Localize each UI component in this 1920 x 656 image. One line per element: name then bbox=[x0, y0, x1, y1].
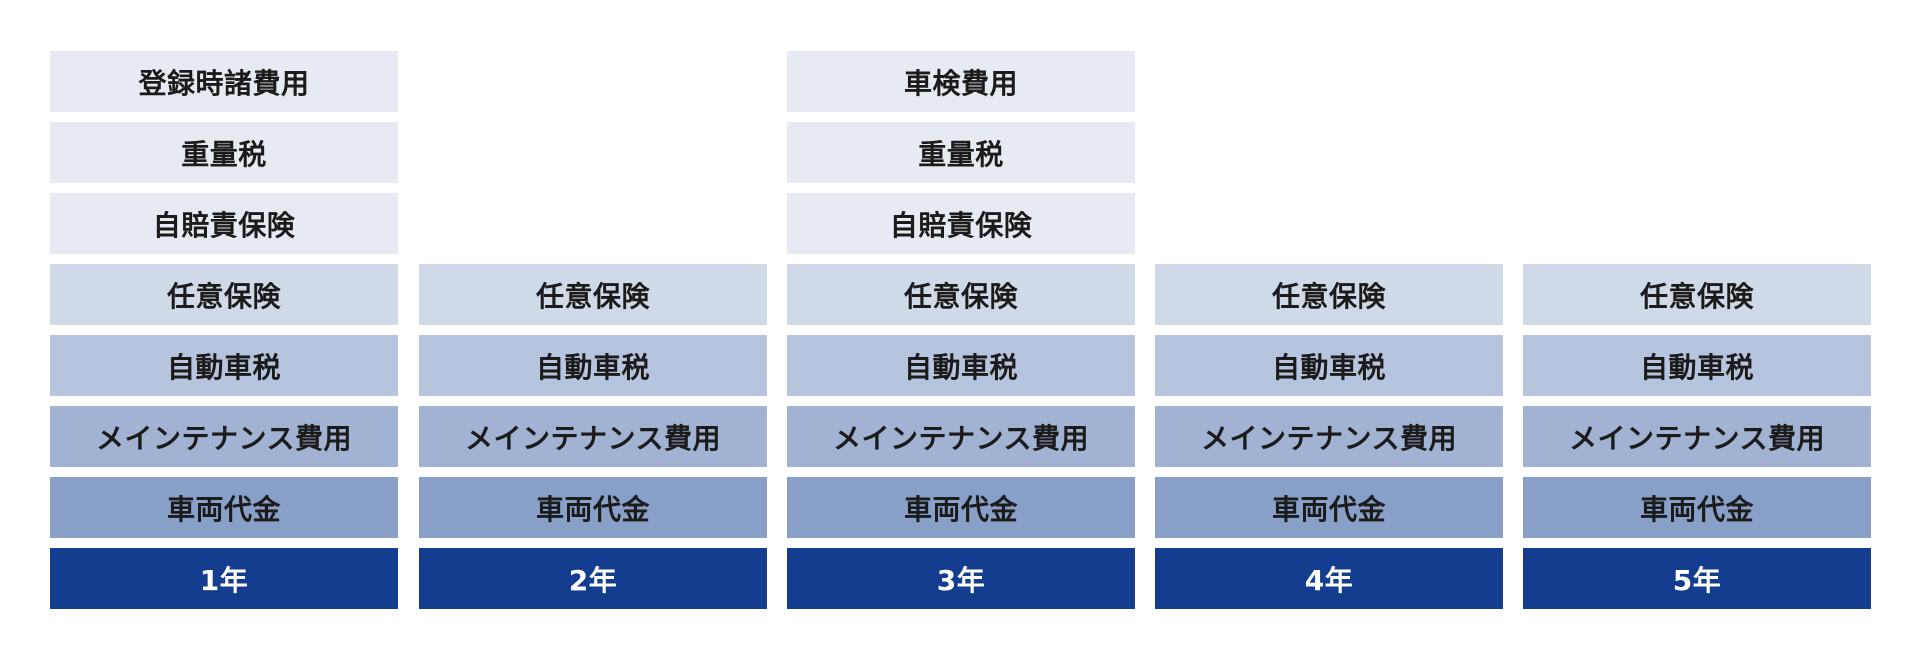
year-label-cell: 4年 bbox=[1155, 548, 1503, 609]
year-label-cell: 5年 bbox=[1523, 548, 1871, 609]
voluntary-insurance-cell: 任意保険 bbox=[1523, 264, 1871, 325]
maintenance-cost-cell: メインテナンス費用 bbox=[1155, 406, 1503, 467]
voluntary-insurance-cell: 任意保険 bbox=[50, 264, 398, 325]
year-2-column: 任意保険 自動車税 メインテナンス費用 車両代金 2年 bbox=[419, 0, 767, 656]
inspection-cost-cell: 車検費用 bbox=[787, 51, 1135, 112]
registration-fees-cell: 登録時諸費用 bbox=[50, 51, 398, 112]
year-label-cell: 1年 bbox=[50, 548, 398, 609]
cost-stack-diagram: 登録時諸費用 重量税 自賠責保険 任意保険 自動車税 メインテナンス費用 車両代… bbox=[50, 0, 1871, 656]
vehicle-price-cell: 車両代金 bbox=[1523, 477, 1871, 538]
year-5-column: 任意保険 自動車税 メインテナンス費用 車両代金 5年 bbox=[1523, 0, 1871, 656]
car-tax-cell: 自動車税 bbox=[50, 335, 398, 396]
voluntary-insurance-cell: 任意保険 bbox=[419, 264, 767, 325]
voluntary-insurance-cell: 任意保険 bbox=[1155, 264, 1503, 325]
voluntary-insurance-cell: 任意保険 bbox=[787, 264, 1135, 325]
vehicle-price-cell: 車両代金 bbox=[787, 477, 1135, 538]
year-1-column: 登録時諸費用 重量税 自賠責保険 任意保険 自動車税 メインテナンス費用 車両代… bbox=[50, 0, 398, 656]
maintenance-cost-cell: メインテナンス費用 bbox=[1523, 406, 1871, 467]
year-label-cell: 3年 bbox=[787, 548, 1135, 609]
weight-tax-cell: 重量税 bbox=[50, 122, 398, 183]
year-label-cell: 2年 bbox=[419, 548, 767, 609]
vehicle-price-cell: 車両代金 bbox=[50, 477, 398, 538]
car-tax-cell: 自動車税 bbox=[1155, 335, 1503, 396]
compulsory-insurance-cell: 自賠責保険 bbox=[787, 193, 1135, 254]
weight-tax-cell: 重量税 bbox=[787, 122, 1135, 183]
year-3-column: 車検費用 重量税 自賠責保険 任意保険 自動車税 メインテナンス費用 車両代金 … bbox=[787, 0, 1135, 656]
maintenance-cost-cell: メインテナンス費用 bbox=[419, 406, 767, 467]
compulsory-insurance-cell: 自賠責保険 bbox=[50, 193, 398, 254]
vehicle-price-cell: 車両代金 bbox=[1155, 477, 1503, 538]
maintenance-cost-cell: メインテナンス費用 bbox=[787, 406, 1135, 467]
maintenance-cost-cell: メインテナンス費用 bbox=[50, 406, 398, 467]
car-tax-cell: 自動車税 bbox=[787, 335, 1135, 396]
car-tax-cell: 自動車税 bbox=[419, 335, 767, 396]
year-4-column: 任意保険 自動車税 メインテナンス費用 車両代金 4年 bbox=[1155, 0, 1503, 656]
car-tax-cell: 自動車税 bbox=[1523, 335, 1871, 396]
vehicle-price-cell: 車両代金 bbox=[419, 477, 767, 538]
